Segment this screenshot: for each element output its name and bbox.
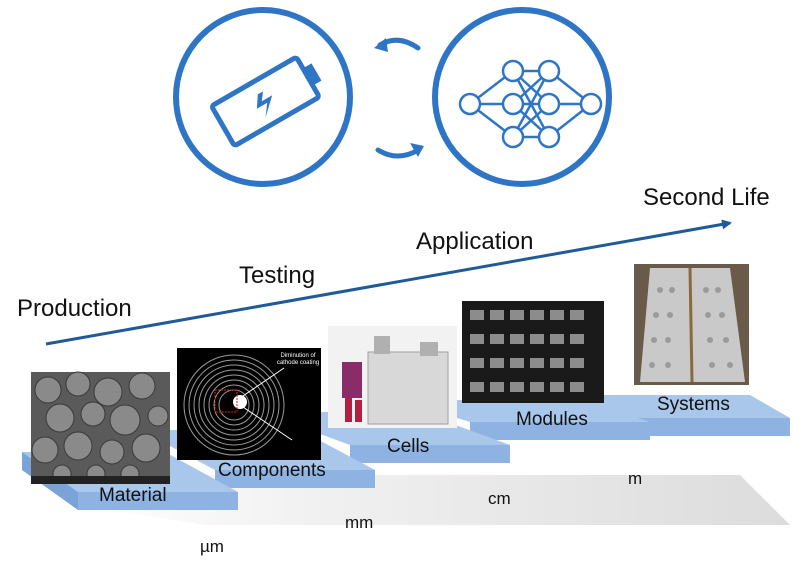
circular-arrows-icon [374, 37, 424, 159]
step-label-components: Components [218, 460, 326, 481]
pouch-cell-photo [328, 326, 457, 428]
battery-system-photo [634, 264, 749, 385]
sem-micrograph-photo [31, 371, 170, 484]
network-circle [432, 7, 612, 187]
step-label-systems: Systems [657, 394, 730, 415]
battery-module-photo [462, 301, 604, 403]
step-label-material: Material [99, 485, 167, 506]
stage-label-production: Production [17, 295, 132, 322]
step-systems [570, 395, 790, 436]
step-label-cells: Cells [387, 436, 430, 457]
neural-network-icon [458, 59, 603, 149]
unit-label-um: µm [200, 537, 224, 556]
stage-label-second-life: Second Life [643, 184, 770, 211]
step-cells [260, 412, 510, 463]
lifecycle-arrow [45, 219, 732, 346]
unit-label-mm: mm [345, 513, 374, 532]
stage-label-application: Application [416, 228, 534, 255]
step-label-modules: Modules [516, 409, 588, 430]
cell-cross-section-ct-photo [177, 348, 321, 460]
battery-charging-icon [210, 55, 322, 148]
battery-circle [173, 7, 353, 187]
unit-label-cm: cm [488, 489, 511, 508]
unit-label-m: m [628, 469, 643, 488]
step-modules [400, 400, 650, 440]
ct-caption: Diminution of cathode coating [276, 353, 320, 366]
stage-label-testing: Testing [239, 262, 316, 289]
